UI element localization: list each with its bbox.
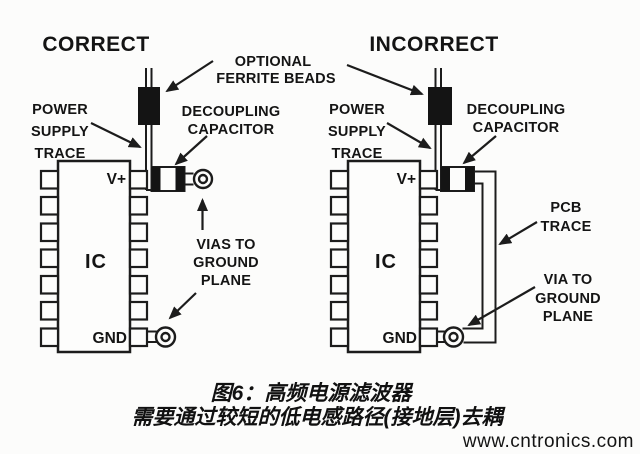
ic-pin: [39, 300, 60, 321]
ic-pin-gnd: [418, 327, 439, 348]
ic-pin: [128, 274, 149, 295]
ic-body-right: [346, 159, 422, 354]
power-trace-label-left-line1: POWER: [32, 102, 88, 118]
ic-pin-vplus: [128, 169, 149, 190]
arrow-cap-left: [174, 135, 208, 166]
ic-pin-vplus: [418, 169, 439, 190]
decoupling-capacitor-right: [440, 166, 475, 192]
power-trace-label-right-line1: POWER: [329, 102, 385, 118]
power-trace-label-right-line3: TRACE: [332, 146, 383, 162]
ic-pin: [329, 274, 350, 295]
figure-caption-line1: 图6：高频电源滤波器: [211, 381, 415, 405]
ic-pin: [39, 274, 60, 295]
arrow-power-trace-right: [386, 122, 432, 150]
arrow-ferrite-right: [346, 63, 424, 96]
gnd-pin-label-left: GND: [93, 330, 127, 347]
ic-pin: [128, 195, 149, 216]
ic-pin: [418, 248, 439, 269]
ic-pin: [39, 248, 60, 269]
ferrite-beads-label-line2: FERRITE BEADS: [216, 71, 336, 87]
ic-pin: [329, 300, 350, 321]
ic-pin: [128, 222, 149, 243]
via-label-right-line2: GROUND: [535, 291, 601, 307]
pcb-trace-right: [462, 170, 497, 344]
ic-pin: [39, 169, 60, 190]
via-label-right-line1: VIA TO: [544, 272, 593, 288]
vplus-pin-label-left: V+: [107, 171, 126, 188]
ic-pins-right: [329, 169, 439, 348]
ic-pin: [329, 327, 350, 348]
ic-pins-left: [39, 169, 149, 348]
ic-pin: [329, 222, 350, 243]
ic-pin: [418, 300, 439, 321]
ic-pin: [329, 195, 350, 216]
ic-label-right: IC: [375, 251, 397, 273]
cap-label-left-line1: DECOUPLING: [182, 104, 281, 120]
power-trace-label-right-line2: SUPPLY: [328, 124, 386, 140]
vias-label-left-line2: GROUND: [193, 255, 259, 271]
ic-pin: [39, 327, 60, 348]
gnd-pin-label-right: GND: [383, 330, 417, 347]
vplus-pin-label-right: V+: [397, 171, 416, 188]
ic-pin: [128, 248, 149, 269]
power-trace-label-left-line2: SUPPLY: [31, 124, 89, 140]
pcb-trace-label-line2: TRACE: [541, 219, 592, 235]
decoupling-capacitor-left: [150, 166, 194, 192]
arrow-power-trace-left: [90, 122, 142, 148]
correct-title: CORRECT: [42, 33, 149, 56]
incorrect-diagram: [329, 68, 497, 354]
arrow-ferrite-left: [165, 60, 214, 93]
ferrite-beads-label-line1: OPTIONAL: [235, 54, 312, 70]
ic-pin: [128, 300, 149, 321]
pcb-trace-label-line1: PCB: [550, 200, 581, 216]
via-near-gnd-left: [147, 326, 177, 348]
ic-pin: [418, 274, 439, 295]
incorrect-title: INCORRECT: [369, 33, 498, 56]
ic-pin: [329, 248, 350, 269]
cap-label-left-line2: CAPACITOR: [188, 122, 275, 138]
annotation-arrows: [90, 60, 538, 326]
cap-label-right-line1: DECOUPLING: [467, 102, 566, 118]
vias-label-left-line3: PLANE: [201, 273, 251, 289]
arrow-pcb-trace: [498, 221, 538, 246]
vias-label-left-line1: VIAS TO: [196, 237, 255, 253]
power-trace-label-left-line3: TRACE: [35, 146, 86, 162]
arrow-vias-down-left: [168, 292, 197, 320]
ic-pin: [418, 195, 439, 216]
via-near-cap-left: [192, 168, 214, 190]
ferrite-bead-left: [138, 87, 160, 125]
ic-pin: [39, 195, 60, 216]
via-near-gnd-right: [437, 326, 465, 348]
figure-caption-line2: 需要通过较短的低电感路径(接地层)去耦: [132, 405, 507, 429]
via-label-right-line3: PLANE: [543, 309, 593, 325]
cap-label-right-line2: CAPACITOR: [473, 120, 560, 136]
ferrite-bead-right: [428, 87, 452, 125]
arrow-via-right: [467, 286, 536, 326]
ic-pin: [418, 222, 439, 243]
ic-label-left: IC: [85, 251, 107, 273]
ic-pin: [329, 169, 350, 190]
ic-pin-gnd: [128, 327, 149, 348]
ic-pin: [39, 222, 60, 243]
arrow-cap-right: [462, 135, 497, 165]
ic-body-left: [56, 159, 132, 354]
watermark: www.cntronics.com: [462, 431, 634, 452]
correct-diagram: [39, 68, 214, 354]
